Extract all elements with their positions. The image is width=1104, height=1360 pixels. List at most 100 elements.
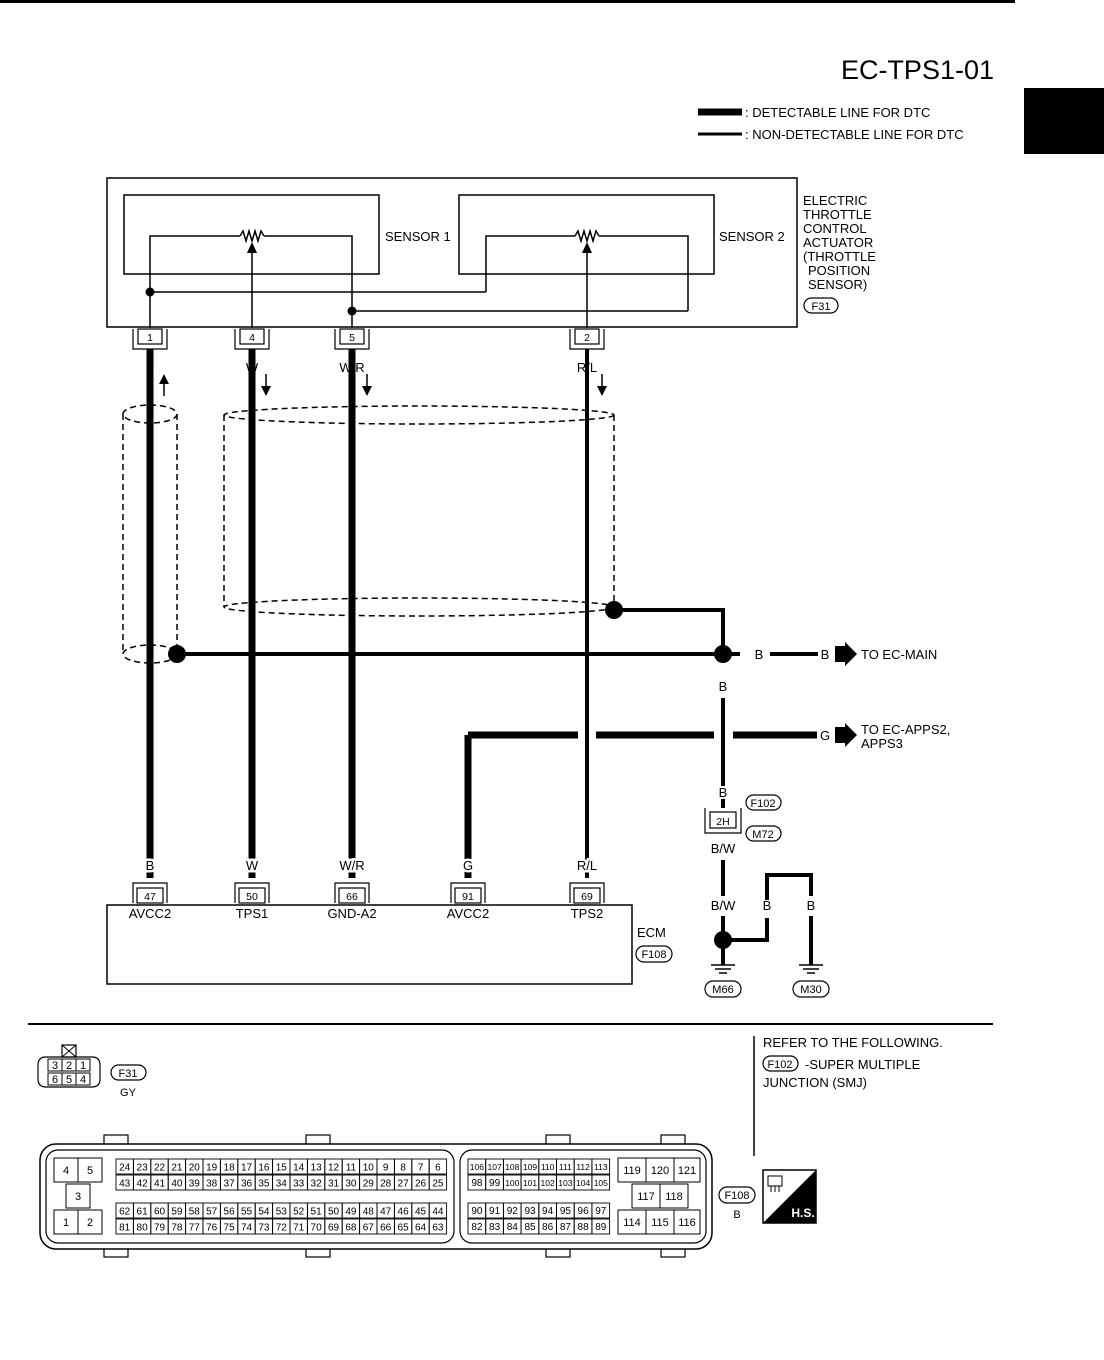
arrow-down-gnd xyxy=(362,386,372,396)
f108-pin-number: 35 xyxy=(258,1179,270,1190)
ecm-wire-color-1: B xyxy=(146,858,155,873)
ecm-pin-50: 50 xyxy=(234,882,270,904)
f108-pin-number: 42 xyxy=(137,1179,149,1190)
f108-pin-number: 45 xyxy=(415,1207,427,1218)
f108-pin-number: 26 xyxy=(415,1179,427,1190)
hs-label: H.S. xyxy=(791,1206,814,1220)
svg-text:116: 116 xyxy=(678,1217,696,1229)
f108-pin-number: 15 xyxy=(276,1163,288,1174)
f108-pin-number: 39 xyxy=(189,1179,201,1190)
reference-line-2: -SUPER MULTIPLE xyxy=(805,1057,921,1072)
reference-notes: REFER TO THE FOLLOWING. F102 -SUPER MULT… xyxy=(762,1035,943,1090)
f31-badge xyxy=(110,1064,147,1081)
f108-pin-number: 37 xyxy=(224,1179,236,1190)
ecm-wire-color-5: R/L xyxy=(577,858,597,873)
svg-text:91: 91 xyxy=(462,891,474,903)
actuator-pin-1: 1 xyxy=(132,328,168,350)
ecm-pin-91: 91 xyxy=(450,882,486,904)
actuator-label-4: ACTUATOR xyxy=(803,235,873,250)
sensor1-wiper-arrow xyxy=(247,242,257,253)
shields xyxy=(122,404,615,664)
sensor2-wiper-arrow xyxy=(582,242,592,253)
ecm-pin-name-2: TPS1 xyxy=(236,906,269,921)
f108-pin-number: 73 xyxy=(258,1223,270,1234)
wire-color-b-gnd-2: B xyxy=(807,898,816,913)
reference-line-1: REFER TO THE FOLLOWING. xyxy=(763,1035,943,1050)
svg-text:6: 6 xyxy=(52,1074,58,1086)
f108-pin-number: 29 xyxy=(363,1179,375,1190)
svg-text:M72: M72 xyxy=(752,829,773,841)
f108-pin-number: 55 xyxy=(241,1207,253,1218)
f108-pin-number: 14 xyxy=(293,1163,305,1174)
svg-text:4: 4 xyxy=(63,1165,69,1177)
actuator-pin-5: 5 xyxy=(334,328,370,350)
joint-conn-badge-2 xyxy=(745,825,782,842)
svg-text:66: 66 xyxy=(346,891,358,903)
page-tab xyxy=(1024,88,1104,154)
main-wires xyxy=(146,349,589,878)
svg-text:5: 5 xyxy=(87,1165,93,1177)
wire-color-bw-2: B/W xyxy=(711,898,736,913)
f108-pin-number: 10 xyxy=(363,1163,375,1174)
wire-color-w-top: W xyxy=(246,360,259,375)
wire-color-wr-top: W/R xyxy=(339,360,364,375)
f108-pin-number: 32 xyxy=(311,1179,323,1190)
sensor2-label: SENSOR 2 xyxy=(719,229,785,244)
reference-line-3: JUNCTION (SMJ) xyxy=(763,1075,867,1090)
f108-pin-number: 13 xyxy=(311,1163,323,1174)
f108-pin-number: 106 xyxy=(470,1162,484,1172)
ecm-wire-color-4: G xyxy=(463,858,473,873)
f108-pin-number: 75 xyxy=(224,1223,236,1234)
svg-text:118: 118 xyxy=(665,1191,683,1203)
joint-conn-badge-1 xyxy=(745,794,782,811)
wire-color-b-main-1: B xyxy=(755,647,764,662)
arrow-down-tps2 xyxy=(597,386,607,396)
f108-pin-number: 92 xyxy=(507,1206,519,1217)
f108-pin-cell xyxy=(591,1218,611,1235)
f108-pin-number: 27 xyxy=(398,1179,410,1190)
f108-pin-number: 25 xyxy=(432,1179,444,1190)
f31-color: GY xyxy=(120,1087,137,1099)
f108-pin-number: 95 xyxy=(560,1206,572,1217)
wire-color-rl-top: R/L xyxy=(577,360,597,375)
f108-pin-number: 71 xyxy=(293,1223,305,1234)
svg-text:69: 69 xyxy=(581,891,593,903)
f108-pin-number: 98 xyxy=(471,1178,483,1189)
f108-pin-number: 62 xyxy=(119,1207,131,1218)
signal-arrows xyxy=(159,374,607,396)
f108-pin-number: 47 xyxy=(380,1207,392,1218)
ground-symbol-m66 xyxy=(711,964,735,974)
f108-pin-number: 8 xyxy=(400,1163,406,1174)
f108-pin-number: 68 xyxy=(345,1223,357,1234)
ecm-wire-color-3: W/R xyxy=(339,858,364,873)
f108-pin-number: 89 xyxy=(595,1222,607,1233)
f108-pin-number: 49 xyxy=(345,1207,357,1218)
f108-pin-number: 84 xyxy=(507,1222,519,1233)
actuator-connector-id: F31 xyxy=(812,301,831,313)
f108-pin-number: 56 xyxy=(224,1207,236,1218)
f108-pin-cell xyxy=(428,1174,448,1191)
f108-pin-number: 20 xyxy=(189,1163,201,1174)
f108-pin-number: 11 xyxy=(346,1163,357,1174)
actuator-label-1: ELECTRIC xyxy=(803,193,867,208)
svg-text:119: 119 xyxy=(623,1165,641,1177)
svg-text:F108: F108 xyxy=(724,1190,749,1202)
f108-pin-number: 31 xyxy=(328,1179,340,1190)
f108-pin-number: 94 xyxy=(542,1206,554,1217)
svg-text:114: 114 xyxy=(623,1217,641,1229)
f108-pin-number: 110 xyxy=(541,1162,555,1172)
f108-pin-number: 59 xyxy=(171,1207,183,1218)
svg-text:M66: M66 xyxy=(712,984,733,996)
f108-pin-number: 100 xyxy=(505,1178,519,1188)
f108-pin-number: 87 xyxy=(560,1222,572,1233)
f108-pin-number: 54 xyxy=(258,1207,270,1218)
to-apps-label-1: TO EC-APPS2, xyxy=(861,722,950,737)
f108-pin-number: 101 xyxy=(523,1178,537,1188)
ecm-pin-name-1: AVCC2 xyxy=(129,906,171,921)
f108-pin-number: 41 xyxy=(154,1179,166,1190)
f108-pin-number: 52 xyxy=(293,1207,305,1218)
f108-pin-number: 97 xyxy=(595,1206,607,1217)
svg-text:1: 1 xyxy=(63,1217,69,1229)
f108-pin-number: 80 xyxy=(137,1223,149,1234)
